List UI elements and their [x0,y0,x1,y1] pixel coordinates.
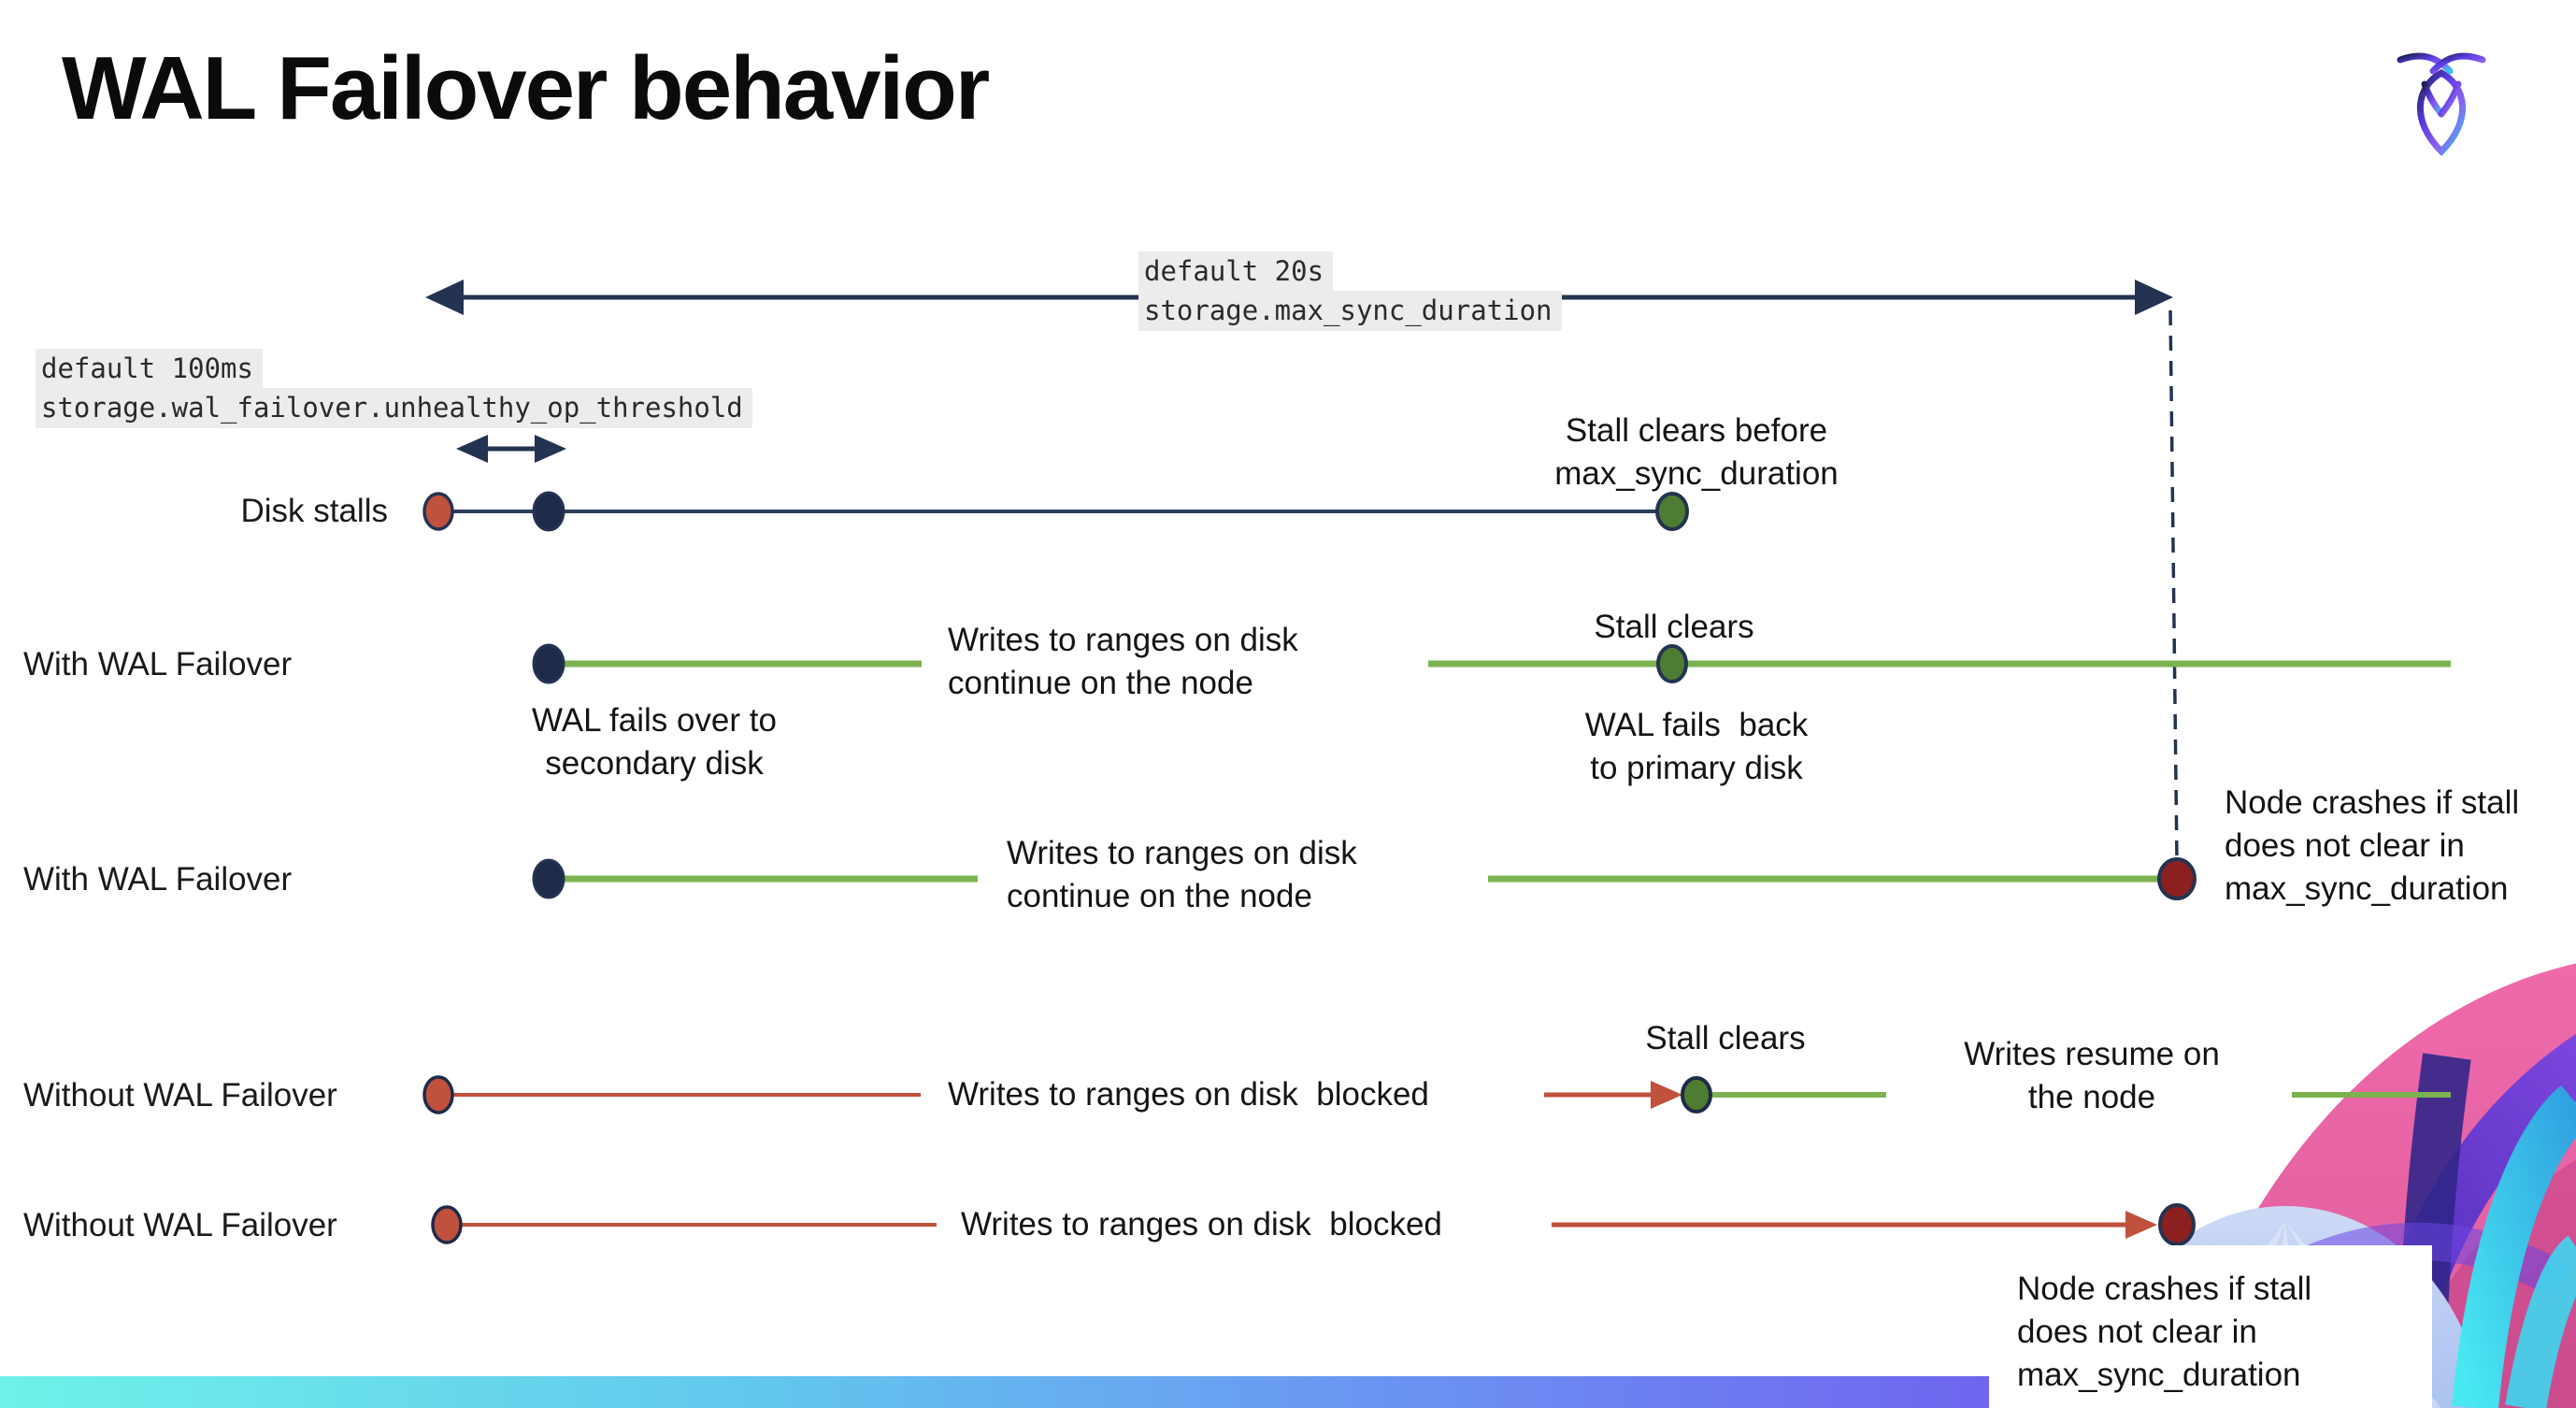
annotation-writes-continue-1: Writes to ranges on disk continue on the… [948,622,1298,701]
row-label-with-wal-failover-1: With WAL Failover [23,646,293,682]
stall-clears-dot [1656,644,1688,683]
annotation-writes-continue-2: Writes to ranges on disk continue on the… [1007,835,1357,914]
unhealthy-op-threshold-arrow [456,435,566,463]
unhealthy-setting-label: storage.wal_failover.unhealthy_op_thresh… [36,388,752,428]
stall-start-dot [422,1075,454,1114]
annotation-writes-blocked-1: Writes to ranges on disk blocked [948,1076,1429,1113]
node-crash-dot [2158,1203,2196,1246]
cockroachdb-logo-icon [2397,52,2486,156]
timeline-without-failover-crash [431,1203,2196,1246]
max-sync-setting-label: storage.max_sync_duration [1138,291,1562,331]
annotation-stall-clears-row4: Stall clears [1645,1020,1806,1056]
timeline-disk-stalls [422,491,1689,532]
annotation-wal-fails-back: WAL fails back to primary disk [1584,707,1809,786]
stall-start-dot [431,1205,463,1244]
max-sync-default-label: default 20s [1138,251,1334,292]
node-crashes-callout-box: Node crashes if stall does not clear in … [1989,1245,2432,1408]
max-sync-deadline-dashed-line [2168,309,2179,863]
row-label-without-wal-failover-1: Without WAL Failover [23,1077,337,1113]
row-label-disk-stalls: Disk stalls [240,493,388,529]
row-label-with-wal-failover-2: With WAL Failover [23,861,293,898]
unhealthy-default-label: default 100ms [36,349,263,389]
annotation-writes-resume: Writes resume on the node [1964,1036,2220,1115]
annotation-writes-blocked-2: Writes to ranges on disk blocked [961,1206,1442,1243]
page-title: WAL Failover behavior [62,38,990,138]
row-label-without-wal-failover-2: Without WAL Failover [23,1207,337,1243]
annotation-stall-clears-before: Stall clears before max_sync_duration [1554,412,1839,492]
stall-clears-dot [1681,1076,1712,1113]
failover-dot [532,858,565,899]
timeline-with-failover-clears [532,643,2451,684]
timeline-with-failover-crash [532,857,2197,900]
stall-start-dot [422,492,454,531]
timeline-without-failover-clears [422,1075,2451,1114]
annotation-node-crashes-row3: Node crashes if stall does not clear in … [2225,784,2520,907]
stall-clears-dot [1655,492,1689,531]
threshold-dot [532,491,565,532]
annotation-node-crashes-row5: Node crashes if stall does not clear in … [2017,1271,2312,1393]
failover-dot [532,643,565,684]
node-crash-dot [2157,857,2197,900]
annotation-stall-clears-row2: Stall clears [1594,609,1754,645]
annotation-wal-fails-over: WAL fails over to secondary disk [532,702,777,782]
